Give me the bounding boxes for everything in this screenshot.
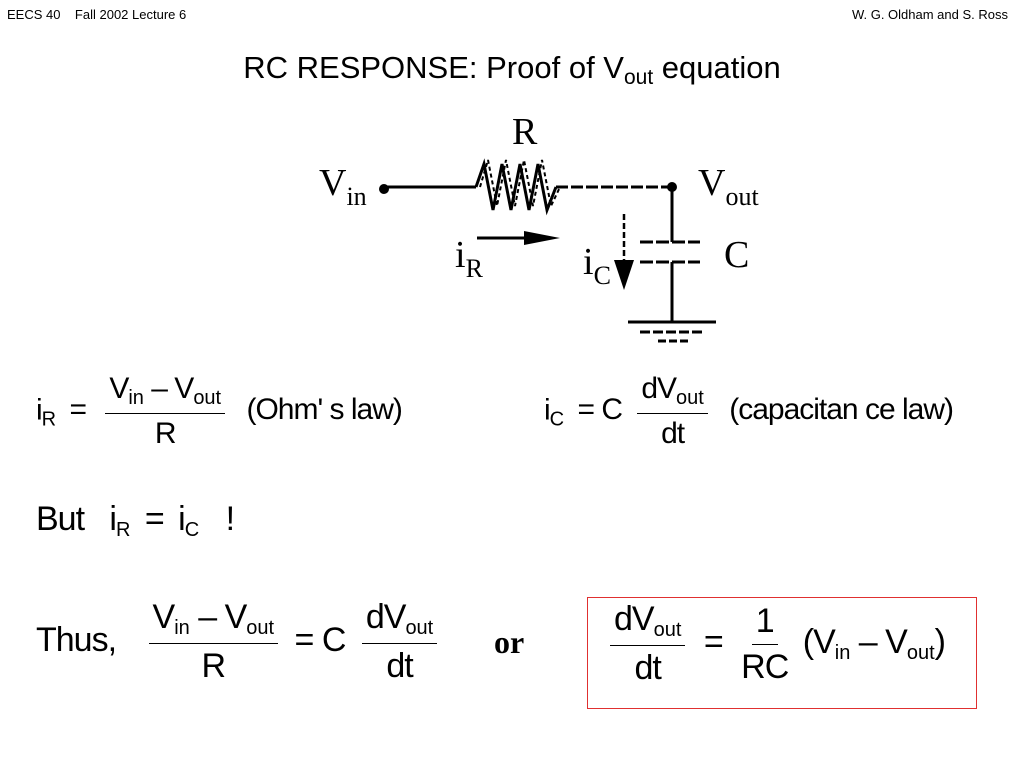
ground-symbol bbox=[628, 320, 716, 343]
capacitance-law-equation: iC = C dVout dt (capacitan ce law) bbox=[544, 372, 954, 451]
thus-fraction-right: dVout dt bbox=[361, 598, 438, 686]
vin-label: Vin bbox=[319, 162, 367, 211]
ir-label: iR bbox=[455, 234, 483, 283]
vout-node bbox=[667, 182, 677, 192]
final-one-over-rc: 1 RC bbox=[741, 601, 789, 686]
vout-label: Vout bbox=[698, 162, 759, 211]
resistor-label: R bbox=[512, 111, 538, 153]
resistor-symbol bbox=[474, 158, 558, 216]
or-word: or bbox=[494, 624, 525, 660]
capacitor-label: C bbox=[724, 234, 750, 276]
final-derivative-fraction: dVout dt bbox=[610, 600, 686, 688]
ic-label: iC bbox=[583, 241, 611, 290]
cap-fraction: dVout dt bbox=[637, 372, 708, 451]
ir-arrow-head bbox=[524, 231, 560, 245]
thus-equation: Thus, Vin – Vout R = C dVout dt bbox=[36, 598, 443, 686]
rc-circuit-diagram bbox=[379, 158, 716, 343]
header-left: EECS 40 Fall 2002 Lecture 6 bbox=[7, 7, 187, 22]
but-statement: But iR = iC ! bbox=[36, 500, 235, 541]
ic-arrow-head bbox=[614, 260, 634, 290]
page-title: RC RESPONSE: Proof of Vout equation bbox=[243, 50, 781, 89]
vin-terminal bbox=[379, 184, 389, 194]
capacitance-law-note: (capacitan ce law) bbox=[729, 393, 954, 427]
ohms-law-note: (Ohm' s law) bbox=[246, 393, 402, 427]
final-equation-box: dVout dt = 1 RC (Vin – Vout) bbox=[587, 597, 977, 709]
header-right: W. G. Oldham and S. Ross bbox=[851, 7, 1008, 22]
ohms-law-equation: iR = Vin – Vout R (Ohm' s law) bbox=[36, 372, 403, 451]
thus-fraction-left: Vin – Vout R bbox=[148, 598, 279, 686]
ohm-fraction: Vin – Vout R bbox=[105, 372, 226, 451]
final-equation: dVout dt = 1 RC (Vin – Vout) bbox=[604, 600, 946, 688]
